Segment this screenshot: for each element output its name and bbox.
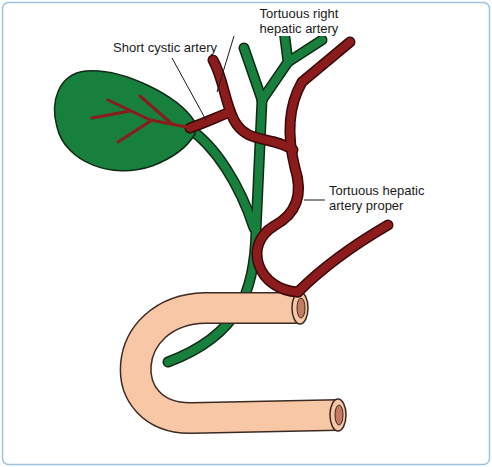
- callout-label: Short cystic artery: [111, 40, 219, 55]
- callout-label: Tortuous right hepatic artery: [237, 6, 361, 36]
- callout-label: Tortuous hepatic artery proper: [327, 183, 453, 213]
- arteries: [92, 42, 388, 292]
- gallbladder: [55, 71, 195, 171]
- leader-lines: [172, 36, 325, 200]
- frame: [3, 3, 490, 465]
- duodenum: [136, 292, 346, 431]
